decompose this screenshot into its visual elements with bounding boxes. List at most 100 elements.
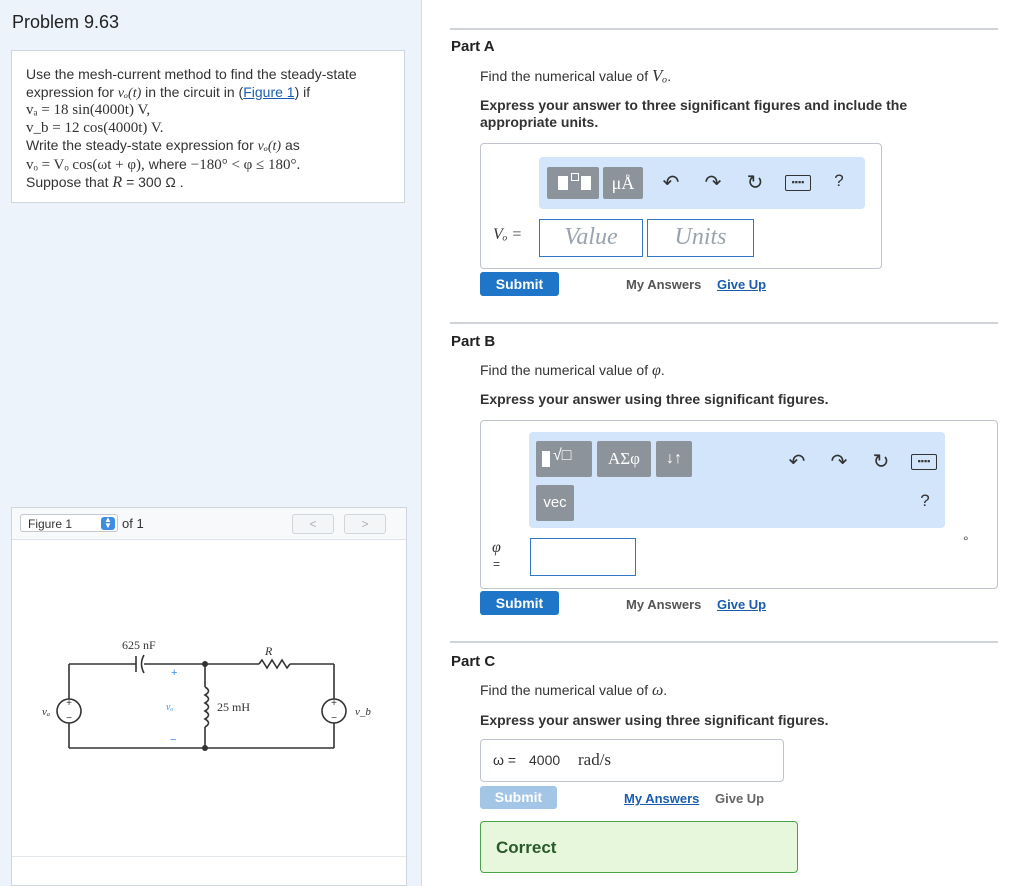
- vb-plus-sign: +: [331, 698, 337, 709]
- question-text: .: [667, 68, 672, 84]
- sqrt-icon: √□: [553, 447, 572, 464]
- part-c-my-answers[interactable]: My Answers: [624, 791, 700, 806]
- phi-range: −180° < φ ≤ 180°.: [190, 156, 301, 173]
- undo-icon[interactable]: ↶: [662, 172, 680, 194]
- part-a-give-up-link[interactable]: Give Up: [717, 277, 767, 292]
- figure-next-button[interactable]: >: [344, 514, 386, 534]
- subscript-superscript-button[interactable]: ↓↑: [656, 441, 692, 477]
- question-variable: Vₒ: [651, 66, 668, 85]
- part-c-give-up: Give Up: [715, 791, 765, 806]
- part-b-give-up-link[interactable]: Give Up: [717, 597, 767, 612]
- capacitor-label: 625 nF: [122, 638, 156, 652]
- keyboard-icon[interactable]: ▪▪▪▪: [911, 454, 937, 470]
- answer-units: rad/s: [578, 750, 612, 769]
- inductor-label: 25 mH: [217, 700, 250, 714]
- statement-line-1: Use the mesh-current method to find the …: [26, 66, 357, 82]
- vo-minus-sign: −: [170, 734, 176, 746]
- statement-line-6: vₒ = Vₒ cos(ωt + φ), where −180° < φ ≤ 1…: [26, 156, 390, 175]
- vb-minus-sign: −: [331, 713, 337, 724]
- figure-count: of 1: [122, 516, 144, 531]
- part-b-toolbar: √□ ΑΣφ ↓↑ vec ↶ ↷ ↻ ▪▪▪▪ ?: [529, 432, 945, 528]
- figure-link[interactable]: Figure 1: [243, 83, 295, 100]
- figure-panel: Figure 1 ▲▼ of 1 < >: [11, 507, 407, 886]
- part-a-toolbar: μÅ ↶ ↷ ↻ ▪▪▪▪ ?: [539, 157, 865, 209]
- units-button[interactable]: μÅ: [603, 167, 643, 199]
- vo-of-t-math: vₒ(t): [117, 85, 142, 101]
- vb-expression: v_b = 12 cos(4000t) V.: [26, 119, 164, 136]
- degree-symbol: °: [963, 533, 969, 549]
- reset-icon[interactable]: ↻: [746, 172, 764, 194]
- vo-label: vₒ: [166, 702, 173, 713]
- reset-icon[interactable]: ↻: [872, 451, 890, 473]
- statement-line-5: Write the steady-state expression for vₒ…: [26, 137, 390, 156]
- part-a-instruction: Express your answer to three significant…: [480, 97, 908, 130]
- answer-label: ω =: [493, 752, 516, 768]
- figure-select[interactable]: Figure 1 ▲▼: [20, 514, 118, 532]
- redo-icon[interactable]: ↷: [704, 172, 722, 194]
- answer-value: 4000: [529, 752, 561, 768]
- figure-scroll-area: [12, 856, 406, 885]
- statement-text: in the circuit in (: [141, 83, 244, 100]
- select-arrows-icon: ▲▼: [101, 516, 115, 530]
- part-c-instruction: Express your answer using three signific…: [480, 712, 829, 728]
- part-c-submit-button: Submit: [480, 786, 557, 809]
- templates-button[interactable]: [547, 167, 599, 199]
- vb-label: v_b: [355, 706, 371, 718]
- part-a-answer-box: μÅ ↶ ↷ ↻ ▪▪▪▪ ? Vₒ = Value Units: [480, 143, 882, 269]
- circuit-diagram: + − + − 625 nF R 25 mH vₐ v_b + vₒ −: [42, 638, 371, 751]
- question-text: Find the numerical value of: [480, 68, 652, 84]
- part-a-question: Find the numerical value of Vₒ.: [480, 66, 671, 86]
- part-b-instruction: Express your answer using three signific…: [480, 391, 829, 407]
- answer-variable-label: Vₒ =: [493, 226, 523, 243]
- vo-of-t-math: vₒ(t): [257, 139, 282, 154]
- vector-button[interactable]: vec: [536, 485, 574, 521]
- question-variable: ω: [651, 682, 664, 699]
- value-input[interactable]: Value: [539, 219, 643, 257]
- problem-pane: Problem 9.63 Use the mesh-current method…: [0, 0, 422, 886]
- statement-text: as: [281, 137, 300, 153]
- resistor-label: R: [264, 644, 273, 658]
- equals-sign: =: [493, 557, 501, 571]
- question-text: Find the numerical value of: [480, 682, 652, 698]
- units-input[interactable]: Units: [647, 219, 754, 257]
- statement-line-2: expression for vₒ(t) in the circuit in (…: [26, 84, 390, 103]
- vo-plus-sign: +: [171, 667, 177, 679]
- template-icon: [558, 176, 568, 190]
- templates-button[interactable]: √□: [536, 441, 592, 477]
- part-b-heading: Part B: [451, 333, 496, 350]
- phi-input[interactable]: [530, 538, 636, 576]
- figure-prev-button[interactable]: <: [292, 514, 334, 534]
- template-icon: [542, 451, 550, 467]
- part-b-submit-button[interactable]: Submit: [480, 591, 559, 615]
- divider: [450, 322, 998, 324]
- keyboard-icon[interactable]: ▪▪▪▪: [785, 175, 811, 191]
- statement-text: Write the steady-state expression for: [26, 137, 258, 153]
- statement-text: Suppose that: [26, 174, 113, 190]
- question-text: Find the numerical value of: [480, 362, 652, 378]
- part-a-my-answers[interactable]: My Answers: [626, 277, 702, 292]
- question-text: .: [663, 682, 668, 698]
- steady-state-form: vₒ = Vₒ cos(ωt + φ),: [26, 156, 145, 173]
- question-variable: φ: [651, 362, 661, 379]
- undo-icon[interactable]: ↶: [788, 451, 806, 473]
- redo-icon[interactable]: ↷: [830, 451, 848, 473]
- help-icon[interactable]: ?: [834, 171, 844, 190]
- statement-text: ) if: [294, 83, 311, 100]
- statement-text: expression for: [26, 83, 118, 100]
- part-b-my-answers[interactable]: My Answers: [626, 597, 702, 612]
- divider: [450, 28, 998, 30]
- template-icon: [581, 176, 591, 190]
- divider: [450, 641, 998, 643]
- template-small-icon: [571, 173, 579, 181]
- figure-select-value: Figure 1: [28, 517, 73, 531]
- va-plus-sign: +: [66, 698, 72, 709]
- correct-feedback: Correct: [480, 821, 798, 873]
- part-c-answer-box: ω = 4000 rad/s: [480, 739, 784, 782]
- part-c-question: Find the numerical value of ω.: [480, 682, 667, 700]
- va-expression: vₐ = 18 sin(4000t) V,: [26, 102, 151, 118]
- part-b-question: Find the numerical value of φ.: [480, 362, 665, 380]
- part-a-submit-button[interactable]: Submit: [480, 272, 559, 296]
- greek-symbols-button[interactable]: ΑΣφ: [597, 441, 651, 477]
- statement-text: = 300 Ω .: [122, 174, 184, 190]
- help-icon[interactable]: ?: [920, 491, 930, 510]
